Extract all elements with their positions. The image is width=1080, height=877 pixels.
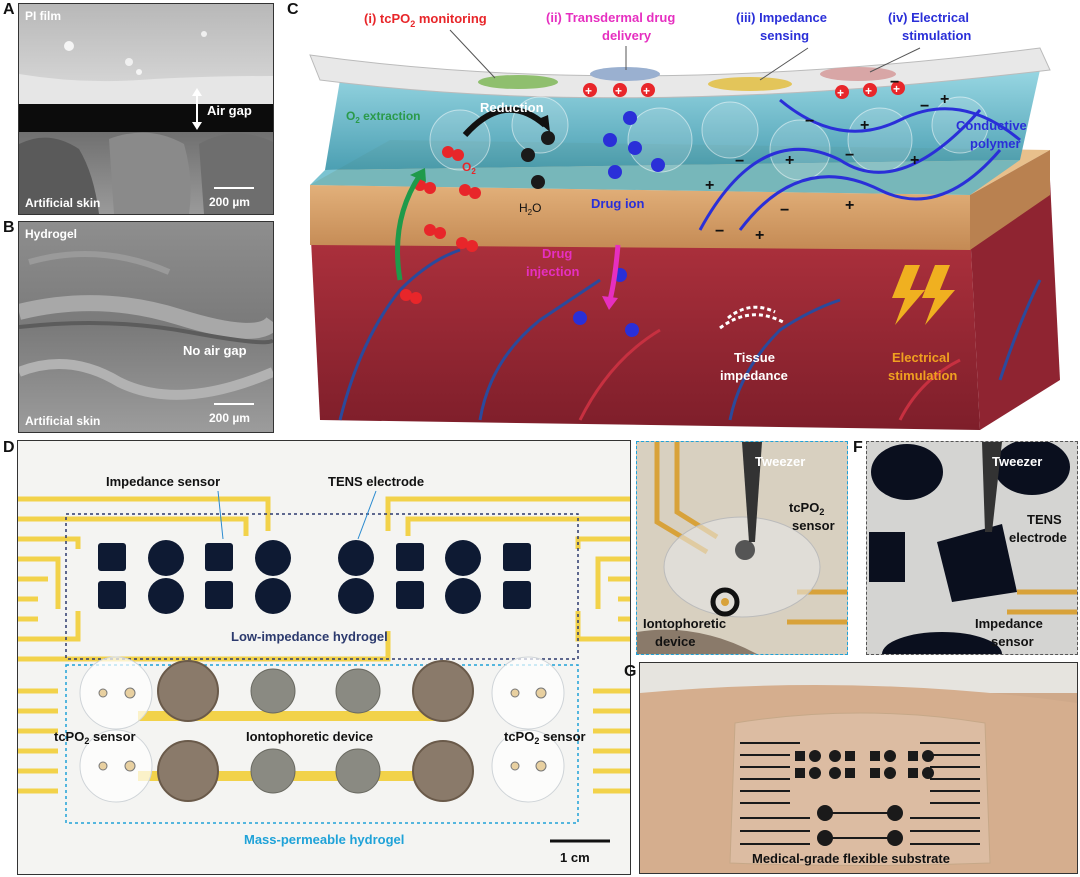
iontophoretic-photo: Tweezer tcPO2 sensor Iontophoretic devic… [637, 442, 847, 654]
svg-text:+: + [705, 177, 714, 194]
arm-photo: Medical-grade flexible substrate [640, 663, 1077, 873]
panel-f-photo: Tweezer TENS electrode Impedance sensor [866, 441, 1078, 655]
svg-text:+: + [910, 152, 919, 169]
label-iontophoretic-device: Iontophoretic device [246, 729, 373, 744]
label-tweezer-e: Tweezer [755, 454, 805, 469]
label-tcpo2-sensor-left: tcPO2 sensor [54, 729, 136, 746]
label-device-e: device [655, 634, 695, 649]
label-tens-f: TENS [1027, 512, 1062, 527]
panel-b-sem-image: Hydrogel No air gap Artificial skin 200 … [18, 221, 274, 433]
svg-text:+: + [585, 84, 592, 98]
svg-text:−: − [920, 98, 929, 115]
svg-text:−: − [805, 113, 814, 130]
svg-text:−: − [735, 153, 744, 170]
label-transdermal-2: delivery [602, 28, 652, 43]
panel-g-photo: Medical-grade flexible substrate [639, 662, 1078, 874]
sem-image-a: Air gap PI film Artificial skin 200 µm [19, 4, 273, 214]
panel-letter-c: C [287, 1, 299, 18]
label-impedance-2: sensing [760, 28, 809, 43]
label-electrical-2: stimulation [902, 28, 971, 43]
label-low-impedance-hydrogel: Low-impedance hydrogel [231, 629, 388, 644]
label-drug-injection-2: injection [526, 264, 580, 279]
panel-letter-f: F [853, 439, 863, 456]
scale-label-a: 200 µm [209, 195, 250, 209]
label-air-gap: Air gap [207, 103, 252, 118]
label-impedance-1: (iii) Impedance [736, 10, 827, 25]
label-iontophoretic-e: Iontophoretic [643, 616, 726, 631]
label-transdermal-1: (ii) Transdermal drug [546, 10, 675, 25]
label-tissue-2: impedance [720, 368, 788, 383]
label-electrical-1: (iv) Electrical [888, 10, 969, 25]
label-drug-injection-1: Drug [542, 246, 572, 261]
label-tweezer-f: Tweezer [992, 454, 1042, 469]
label-artificial-skin-a: Artificial skin [25, 196, 100, 210]
label-reduction: Reduction [480, 100, 544, 115]
panel-e-photo: Tweezer tcPO2 sensor Iontophoretic devic… [636, 441, 848, 655]
label-stim-1: Electrical [892, 350, 950, 365]
svg-text:+: + [785, 152, 794, 169]
svg-text:+: + [615, 84, 622, 98]
label-hydrogel: Hydrogel [25, 227, 77, 241]
label-conductive-1: Conductive [956, 118, 1027, 133]
svg-text:+: + [755, 227, 764, 244]
device-photo: Impedance sensor TENS electrode Low-impe… [18, 474, 630, 865]
label-medical-grade-substrate: Medical-grade flexible substrate [752, 851, 950, 866]
device-schematic: + + + + + + + + + + + + + − − − − − − − [309, 10, 1060, 430]
svg-text:+: + [643, 84, 650, 98]
low-impedance-box [65, 513, 579, 660]
label-h2o: H2O [519, 201, 541, 217]
panel-letter-a: A [3, 1, 15, 18]
label-conductive-2: polymer [970, 136, 1021, 151]
svg-text:−: − [715, 223, 724, 240]
label-tcpo2-sensor-right: tcPO2 sensor [504, 729, 586, 746]
svg-text:+: + [860, 117, 869, 134]
label-impedance-sensor: Impedance sensor [106, 474, 220, 489]
svg-text:−: − [890, 74, 899, 91]
panel-letter-g: G [624, 663, 637, 680]
label-o2-extraction: O2 extraction [346, 109, 420, 125]
label-tissue-1: Tissue [734, 350, 775, 365]
scale-label-d: 1 cm [560, 850, 590, 865]
svg-text:+: + [837, 86, 844, 100]
label-artificial-skin-b: Artificial skin [25, 414, 100, 428]
svg-text:+: + [845, 197, 854, 214]
label-sensor-f: sensor [991, 634, 1034, 649]
svg-text:−: − [780, 202, 789, 219]
panel-letter-b: B [3, 219, 15, 236]
svg-text:+: + [865, 84, 872, 98]
label-o2: O2 [462, 160, 476, 176]
label-impedance-f: Impedance [975, 616, 1043, 631]
mass-permeable-box [65, 664, 579, 824]
label-sensor-e: sensor [792, 518, 835, 533]
label-drug-ion: Drug ion [591, 196, 644, 211]
scale-label-b: 200 µm [209, 411, 250, 425]
panel-letter-d: D [3, 439, 15, 456]
panel-c-illustration: + + + + + + + + + + + + + − − − − − − − [280, 0, 1080, 437]
label-tens-electrode: TENS electrode [328, 474, 424, 489]
label-no-air-gap: No air gap [183, 343, 247, 358]
label-mass-permeable-hydrogel: Mass-permeable hydrogel [244, 832, 404, 847]
sem-image-b: Hydrogel No air gap Artificial skin 200 … [19, 222, 273, 432]
label-tcpo2-monitoring: (i) tcPO2 monitoring [364, 11, 487, 29]
label-pi-film: PI film [25, 9, 61, 23]
label-tcpo2-e: tcPO2 [789, 500, 824, 517]
positive-charges: + + + + + + [583, 81, 905, 100]
panel-a-sem-image: Air gap PI film Artificial skin 200 µm [18, 3, 274, 215]
svg-text:+: + [893, 82, 900, 96]
tens-photo: Tweezer TENS electrode Impedance sensor [867, 442, 1077, 654]
label-stim-2: stimulation [888, 368, 957, 383]
label-electrode-f: electrode [1009, 530, 1067, 545]
panel-d-photo: Impedance sensor TENS electrode Low-impe… [17, 440, 631, 875]
svg-text:−: − [845, 147, 854, 164]
svg-text:+: + [940, 91, 949, 108]
